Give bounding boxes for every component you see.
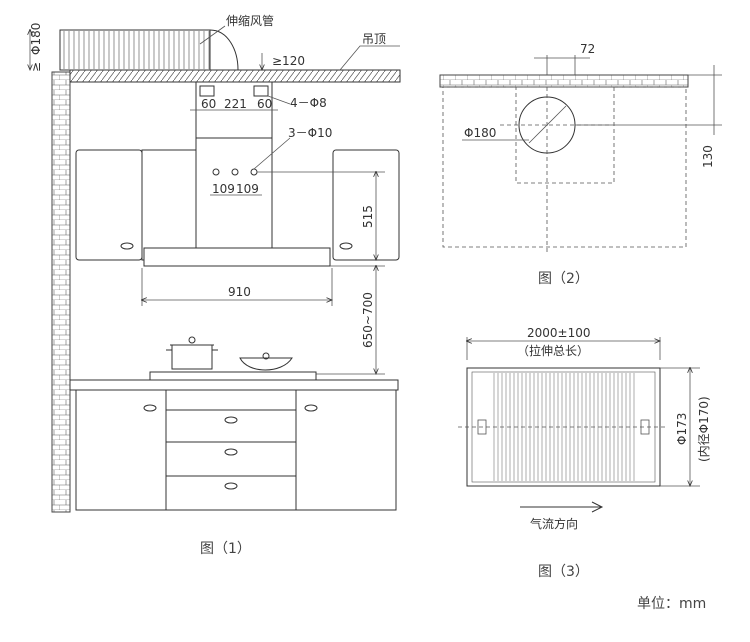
dim-910: 910: [228, 285, 251, 299]
dim-130: 130: [701, 145, 715, 168]
brick-wall: [51, 71, 71, 513]
figure-2: 72 Φ180 130 图（2）: [439, 42, 722, 287]
dim-650-700: 650~700: [361, 292, 375, 348]
airflow-arrow: [520, 501, 604, 513]
pot: [166, 336, 218, 370]
wok: [239, 352, 293, 371]
flexible-duct: [59, 29, 239, 71]
dim-60-left: 60: [201, 97, 216, 111]
base-cabinet-right: [295, 389, 397, 511]
dim-phi180: Φ180: [464, 126, 496, 140]
suspended-ceiling: [69, 69, 401, 83]
dim-221: 221: [224, 97, 247, 111]
dim-length: 2000±100: [527, 326, 591, 340]
dim-515: 515: [361, 205, 375, 228]
base-cabinet-drawers: [165, 389, 297, 511]
hood-outline-top: [442, 86, 687, 248]
cooktop: [149, 371, 317, 381]
upper-cabinet-left-2: [141, 149, 198, 261]
dim-length-note: （拉伸总长）: [517, 343, 589, 358]
flexible-duct-side: [458, 367, 668, 487]
duct-label-leader: [199, 25, 226, 45]
pipe-diameter-label: Φ180: [29, 23, 43, 55]
holes-10-label: 3－Φ10: [288, 126, 332, 140]
dim-72: 72: [580, 42, 595, 56]
ceiling-slab: [439, 74, 689, 88]
duct-label: 伸缩风管: [226, 13, 274, 28]
figure-1-caption: 图（1）: [200, 541, 251, 557]
dim-60-right: 60: [257, 97, 272, 111]
dim-inner-diameter: (内径Φ170): [697, 396, 711, 462]
countertop: [69, 379, 399, 391]
units-label: 单位：mm: [637, 596, 706, 612]
figure-2-caption: 图（2）: [538, 271, 589, 287]
chimney-outline-top: [515, 86, 615, 184]
dim-109-a: 109: [212, 182, 235, 196]
upper-cabinet-left: [75, 149, 143, 261]
dim-outer-diameter: Φ173: [675, 413, 689, 445]
dim-109-b: 109: [236, 182, 259, 196]
hood-chimney: [195, 137, 273, 249]
pipe-ge-mark: ≥: [29, 62, 43, 72]
upper-cabinet-right: [332, 149, 400, 261]
holes-8-label: 4－Φ8: [290, 96, 327, 110]
figure-3-caption: 图（3）: [538, 564, 589, 580]
ceiling-label-leader: [339, 45, 400, 71]
airflow-label: 气流方向: [530, 516, 578, 531]
ceiling-label: 吊顶: [362, 32, 386, 46]
hood-canopy: [143, 247, 331, 267]
figure-1: 吊顶 伸缩风管 Φ180 ≥ ≥120 60 221 60 4－Φ8: [29, 13, 401, 557]
gap-dimension: ≥120: [272, 54, 305, 68]
base-cabinet-left: [75, 389, 167, 511]
figure-3: 2000±100 （拉伸总长） Φ173 (内径Φ170) 气流方向 图（3）: [458, 326, 711, 580]
